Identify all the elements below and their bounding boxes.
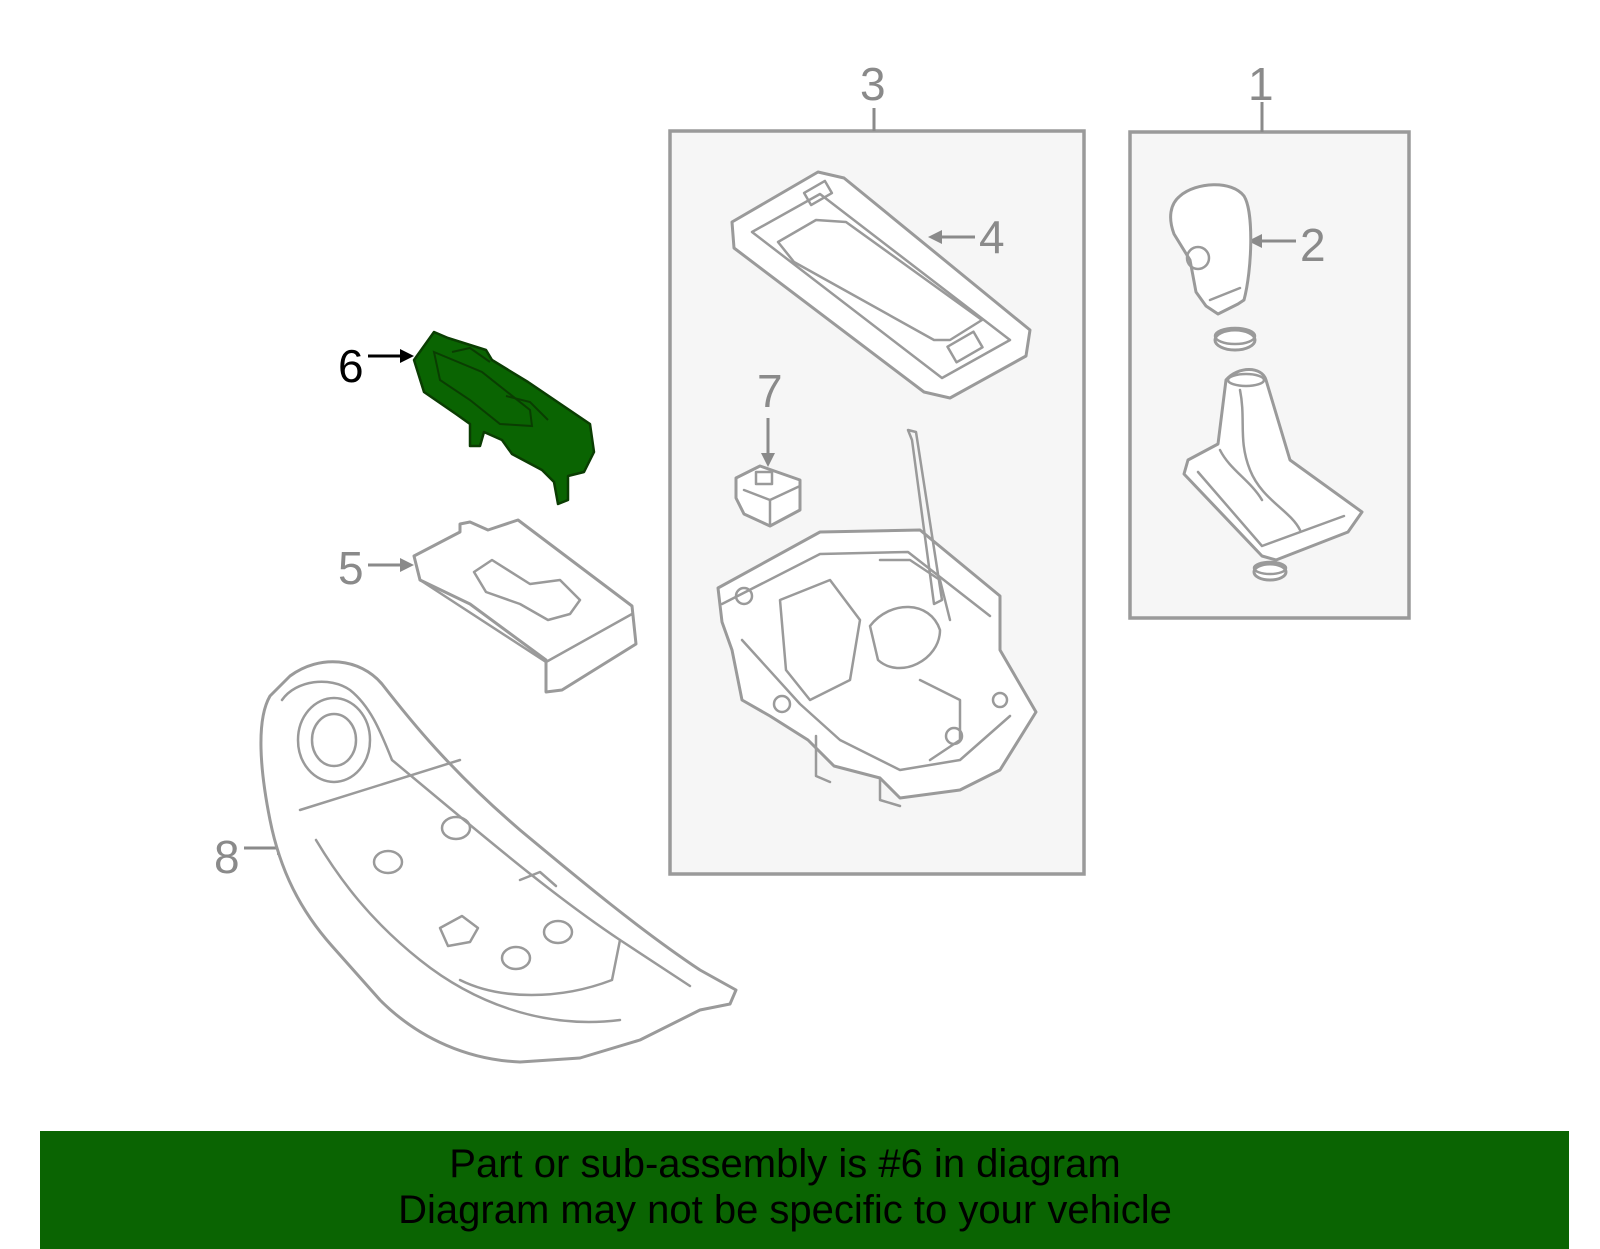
callout-6[interactable]: 6: [338, 340, 364, 392]
part-7-switch[interactable]: [734, 464, 802, 528]
leader-arrow-6: [368, 349, 414, 363]
shift-boot: [1182, 368, 1364, 562]
part-2-shift-knob[interactable]: [1169, 183, 1253, 316]
notice-banner: Part or sub-assembly is #6 in diagram Di…: [40, 1131, 1569, 1249]
callout-8[interactable]: 8: [214, 831, 240, 883]
callout-4[interactable]: 4: [979, 211, 1005, 263]
callout-1[interactable]: 1: [1248, 58, 1274, 110]
leader-arrow-7: [761, 418, 775, 467]
part-4-shifter-bezel[interactable]: [730, 170, 1032, 400]
banner-line-part-number: Part or sub-assembly is #6 in diagram: [449, 1142, 1121, 1186]
part-8-console-panel[interactable]: [259, 660, 738, 1064]
leader-arrow-4: [928, 230, 975, 244]
callout-5[interactable]: 5: [338, 542, 364, 594]
boot-clip: [1252, 560, 1288, 582]
leader-arrow-5: [368, 558, 414, 572]
banner-line-disclaimer: Diagram may not be specific to your vehi…: [398, 1188, 1172, 1232]
callout-7[interactable]: 7: [757, 365, 783, 417]
leader-arrow-2: [1248, 234, 1296, 248]
part-5-indicator-plate[interactable]: [412, 518, 638, 694]
part-6-highlighted[interactable]: [412, 330, 596, 506]
callout-2[interactable]: 2: [1300, 219, 1326, 271]
callout-3[interactable]: 3: [860, 58, 886, 110]
part-3-shifter-assembly[interactable]: [716, 428, 1038, 808]
part-2-ring: [1213, 326, 1257, 352]
